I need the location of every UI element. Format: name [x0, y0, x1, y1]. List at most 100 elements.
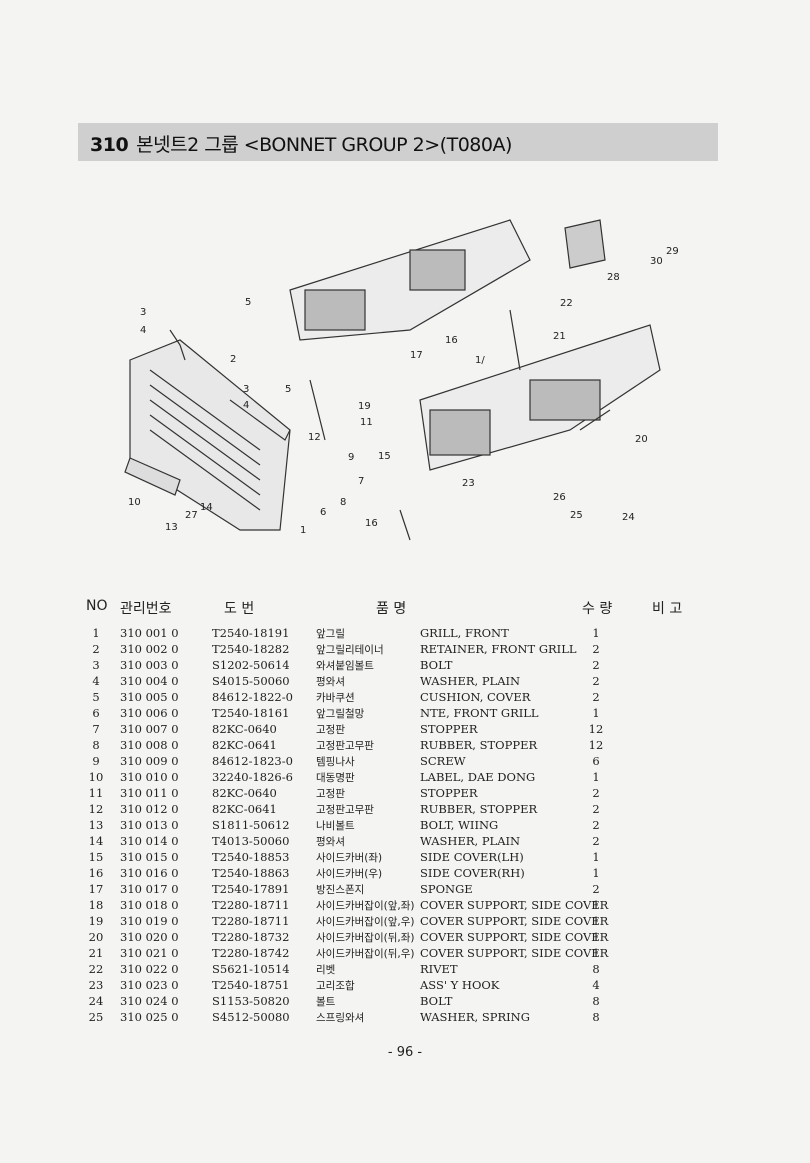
row-quantity: 1 [592, 946, 600, 960]
row-part-number: T2540-18853 [212, 850, 290, 864]
row-part-number: 32240-1826-6 [212, 770, 293, 784]
row-no: 2 [92, 642, 100, 656]
svg-text:17: 17 [410, 350, 423, 361]
row-part-number: T2280-18732 [212, 930, 290, 944]
section-header-bar [78, 123, 718, 161]
small-grill-drawing [564, 219, 606, 269]
svg-text:22: 22 [560, 298, 573, 309]
row-no: 11 [88, 786, 104, 800]
row-english-name: COVER SUPPORT, SIDE COVER [420, 946, 609, 960]
row-no: 25 [88, 1010, 104, 1024]
svg-text:11: 11 [360, 417, 373, 428]
row-no: 23 [88, 978, 104, 992]
svg-text:13: 13 [165, 522, 178, 533]
svg-text:10: 10 [128, 497, 141, 508]
row-english-name: SIDE COVER(RH) [420, 866, 525, 880]
col-mgmt-header: 관리번호 [120, 601, 172, 617]
row-english-name: WASHER, PLAIN [420, 834, 521, 848]
row-english-name: GRILL, FRONT [420, 626, 509, 640]
svg-text:4: 4 [140, 325, 146, 336]
label-plate-drawing [124, 457, 181, 496]
row-english-name: COVER SUPPORT, SIDE COVER [420, 914, 609, 928]
parts-table-header: NO 관리번호 도 번 품 명 수 량 비 고 [86, 598, 726, 618]
row-part-number: T2540-18751 [212, 978, 290, 992]
row-korean-name: 평와셔 [316, 836, 345, 848]
row-korean-name: 앞그릴 [316, 628, 345, 640]
row-mgmt-number: 310 022 0 [120, 962, 179, 976]
row-part-number: T2540-18161 [212, 706, 290, 720]
row-english-name: STOPPER [420, 786, 478, 800]
row-quantity: 1 [592, 898, 600, 912]
row-no: 18 [88, 898, 104, 912]
row-no: 12 [88, 802, 104, 816]
row-korean-name: 사이드카버잡이(앞,좌) [316, 900, 415, 912]
row-english-name: CUSHION, COVER [420, 690, 531, 704]
row-no: 17 [88, 882, 104, 896]
row-quantity: 4 [592, 978, 600, 992]
row-quantity: 8 [592, 1010, 600, 1024]
row-no: 14 [88, 834, 104, 848]
row-korean-name: 대동명판 [316, 772, 355, 784]
svg-text:23: 23 [462, 478, 475, 489]
row-mgmt-number: 310 004 0 [120, 674, 179, 688]
row-part-number: T4013-50060 [212, 834, 290, 848]
row-mgmt-number: 310 015 0 [120, 850, 179, 864]
row-part-number: 82KC-0640 [212, 786, 277, 800]
row-quantity: 1 [592, 706, 600, 720]
row-english-name: BOLT [420, 994, 453, 1008]
row-korean-name: 앞그릴리테이너 [316, 644, 384, 656]
row-no: 1 [92, 626, 100, 640]
row-no: 9 [92, 754, 100, 768]
row-english-name: LABEL, DAE DONG [420, 770, 536, 784]
svg-text:1/: 1/ [475, 355, 485, 366]
row-korean-name: 와셔붙임볼트 [316, 660, 374, 672]
row-mgmt-number: 310 025 0 [120, 1010, 179, 1024]
row-no: 20 [88, 930, 104, 944]
svg-text:5: 5 [245, 297, 251, 308]
row-no: 21 [88, 946, 104, 960]
row-no: 13 [88, 818, 104, 832]
row-mgmt-number: 310 001 0 [120, 626, 179, 640]
row-mgmt-number: 310 003 0 [120, 658, 179, 672]
row-part-number: S1202-50614 [212, 658, 290, 672]
row-mgmt-number: 310 017 0 [120, 882, 179, 896]
row-korean-name: 사이드카버(좌) [316, 852, 383, 864]
svg-text:4: 4 [243, 400, 249, 411]
row-korean-name: 방진스폰지 [316, 884, 365, 896]
row-english-name: RIVET [420, 962, 458, 976]
row-mgmt-number: 310 020 0 [120, 930, 179, 944]
row-korean-name: 고정판고무판 [316, 740, 374, 752]
svg-text:29: 29 [666, 246, 679, 257]
row-quantity: 1 [592, 866, 600, 880]
svg-text:16: 16 [445, 335, 458, 346]
row-korean-name: 리벳 [316, 964, 336, 976]
row-mgmt-number: 310 023 0 [120, 978, 179, 992]
row-quantity: 1 [592, 914, 600, 928]
row-quantity: 2 [592, 690, 600, 704]
row-no: 8 [92, 738, 100, 752]
row-quantity: 6 [592, 754, 600, 768]
svg-text:20: 20 [635, 434, 648, 445]
row-quantity: 1 [592, 850, 600, 864]
row-no: 6 [92, 706, 100, 720]
svg-text:24: 24 [622, 512, 635, 523]
svg-text:16: 16 [365, 518, 378, 529]
svg-text:26: 26 [553, 492, 566, 503]
row-part-number: T2540-18863 [212, 866, 290, 880]
row-mgmt-number: 310 009 0 [120, 754, 179, 768]
row-part-number: T2280-18711 [212, 914, 290, 928]
row-part-number: S4015-50060 [212, 674, 290, 688]
row-mgmt-number: 310 008 0 [120, 738, 179, 752]
row-korean-name: 템핑나사 [316, 756, 355, 768]
row-quantity: 8 [592, 962, 600, 976]
row-mgmt-number: 310 019 0 [120, 914, 179, 928]
row-no: 15 [88, 850, 104, 864]
